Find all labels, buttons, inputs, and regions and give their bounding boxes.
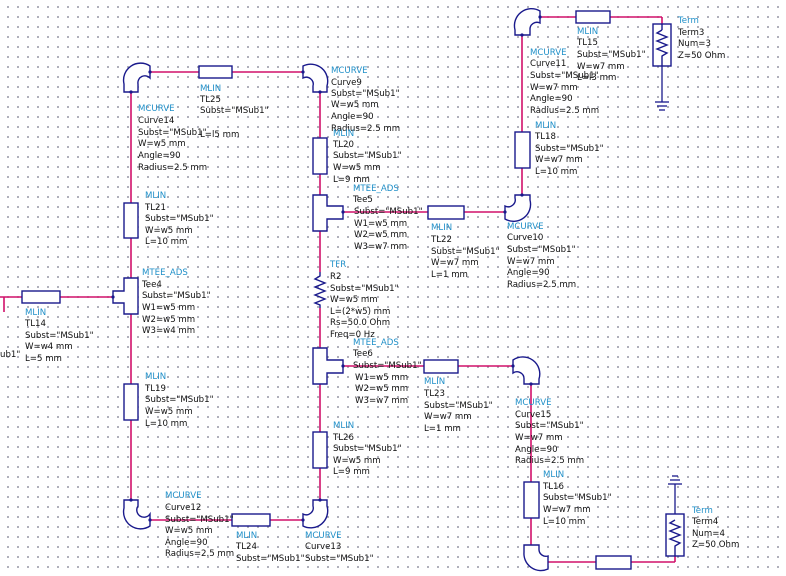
curve15-label: MCURVE Curve15 Subst="MSub1" W=w7 mm Ang… (515, 398, 586, 466)
tl19-symbol[interactable] (123, 383, 139, 421)
tl14-symbol[interactable] (21, 290, 61, 304)
term4-symbol[interactable] (665, 475, 685, 557)
tl20-label: MLIN TL20 Subst="MSub1" W=w5 mm L=9 mm (332, 129, 404, 185)
term3-resistor (655, 29, 669, 66)
tl15-symbol[interactable] (575, 10, 611, 24)
r2-label: TFR R2 Subst="MSub1" W=w5 mm L=(2*w5) mm… (329, 260, 401, 340)
tl23-symbol[interactable] (423, 359, 459, 374)
tl21-label: MLIN TL21 Subst="MSub1" W=w5 mm L=10 mm (144, 191, 216, 247)
tee5-symbol[interactable] (312, 194, 344, 232)
curve10-symbol[interactable] (504, 194, 532, 222)
tl19-label: MLIN TL19 Subst="MSub1" W=w5 mm L=10 mm (144, 372, 216, 429)
r2-symbol[interactable] (313, 272, 327, 308)
mlin-parts (21, 10, 632, 570)
curve12-symbol[interactable] (122, 499, 151, 530)
curve13-symbol[interactable] (302, 499, 329, 529)
tl18-symbol[interactable] (514, 131, 531, 169)
curve9-label: MCURVE Curve9 Subst="MSub1" W=w5 mm Angl… (331, 66, 402, 134)
tee4-symbol[interactable] (112, 277, 139, 315)
tl15-label: MLIN TL15 Subst="MSub1" W=w7 mm L=l3 mm (576, 27, 648, 83)
curve15-symbol[interactable] (512, 356, 541, 385)
curve13-label: MCURVE Curve13 Subst="MSub1" (305, 531, 374, 564)
curve12-label: MCURVE Curve12 Subst="MSub1" W=w5 mm Ang… (165, 491, 236, 559)
tl21-symbol[interactable] (123, 202, 139, 239)
term3-symbol[interactable] (652, 23, 672, 111)
tl16-symbol[interactable] (523, 481, 540, 519)
wires (0, 16, 676, 563)
tl26-symbol[interactable] (312, 431, 328, 469)
tl26-label: MLIN TL26 Subst="MSub1" W=w5 mm L=9 mm (332, 421, 404, 477)
term4-resistor (668, 519, 682, 556)
term4-label: Term Term4 Num=4 Z=50 Ohm (691, 506, 739, 550)
tl22-symbol[interactable] (427, 205, 465, 220)
tee6-symbol[interactable] (312, 347, 344, 385)
tl24-label: MLIN TL24 Subst="MSub1" (235, 531, 305, 564)
tee6-label: MTEE_ADS Tee6 Subst="MSub1" W1=w5 mm W2=… (352, 338, 424, 406)
tee5-label: MTEE_ADS Tee5 Subst="MSub1" W1=w5 mm W2=… (352, 184, 425, 252)
term3-label: Term Term3 Num=3 Z=50 Ohm (677, 16, 725, 61)
tl23-label: MLIN TL23 Subst="MSub1" W=w7 mm L=1 mm (423, 377, 495, 434)
curve14-symbol[interactable] (122, 62, 151, 93)
curve11-label: MCURVE Curve11 Subst="MSub1" W=w7 mm Ang… (530, 48, 601, 116)
labels: MLIN TL25 Subst="MSub1" L=l5 mm MCURVE C… (0, 16, 739, 564)
left-subst-fragment: ub1" (0, 350, 20, 360)
curve9-symbol[interactable] (302, 63, 329, 93)
curve11-symbol[interactable] (513, 8, 541, 36)
tl22-label: MLIN TL22 Subst="MSub1" W=w7 mm L=1 mm (430, 223, 502, 280)
tl20-symbol[interactable] (312, 137, 328, 175)
tl16-label: MLIN TL16 Subst="MSub1" W=w7 mm L=10 mm (542, 470, 614, 527)
tl24-symbol[interactable] (231, 513, 271, 527)
curve10-label: MCURVE Curve10 Subst="MSub1" W=w7 mm Ang… (507, 222, 578, 290)
tl18-label: MLIN TL18 Subst="MSub1" W=w7 mm L=10 mm (534, 121, 606, 177)
tl25-label: MLIN TL25 Subst="MSub1" L=l5 mm (199, 84, 271, 140)
tee4-label: MTEE_ADS Tee4 Subst="MSub1" W1=w5 mm W2=… (141, 268, 213, 336)
pins (111, 15, 542, 522)
mtee-parts (112, 194, 344, 385)
tl25-symbol[interactable] (198, 65, 233, 79)
curve-bottom-symbol[interactable] (523, 544, 549, 572)
mcurve-parts (122, 8, 549, 572)
tl14-label: MLIN TL14 Subst="MSub1" W=w4 mm L=5 mm (24, 308, 96, 364)
tl-bottom-symbol[interactable] (595, 555, 632, 570)
curve14-label: MCURVE Curve14 Subst="MSub1" W=w5 mm Ang… (138, 104, 209, 173)
